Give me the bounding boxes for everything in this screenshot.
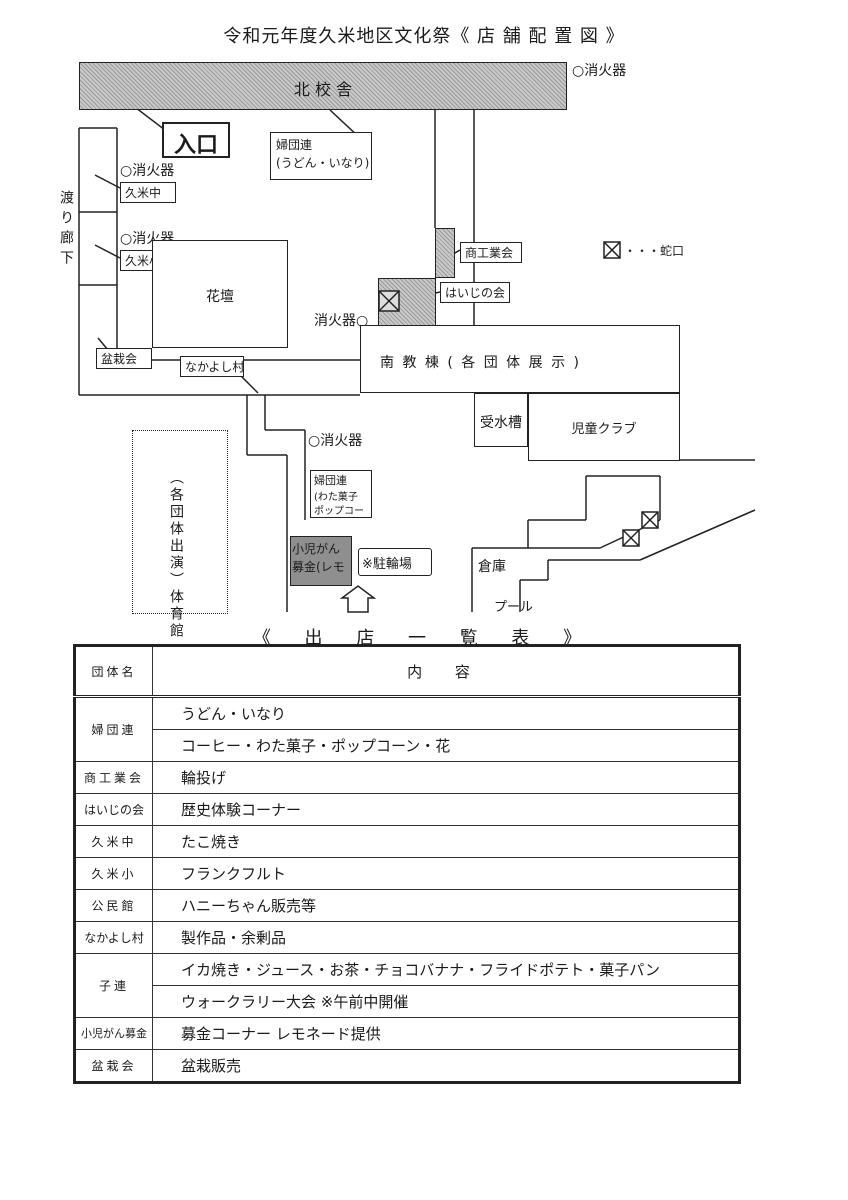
- corridor-label: 渡り廊下: [58, 190, 74, 270]
- south-building: [360, 325, 680, 393]
- nakayoshi-label: なかよし村: [180, 356, 244, 377]
- table-row: なかよし村 製作品・余剰品: [74, 921, 740, 954]
- row-name: 盆栽会: [74, 1049, 153, 1083]
- table-row: 小児がん募金 募金コーナー レモネード提供: [74, 1017, 740, 1050]
- haijinokai-label: はいじの会: [440, 282, 510, 303]
- fujindan-label: 婦団連: [276, 138, 313, 152]
- header-name: 団体名: [74, 645, 153, 698]
- north-building-label: 北 校 舎: [293, 80, 353, 99]
- row-item: 輪投げ: [152, 761, 740, 794]
- row-item: コーヒー・わた菓子・ポップコーン・花: [152, 729, 740, 762]
- table-row: 久米中 たこ焼き: [74, 825, 740, 858]
- shokokai-booth: [435, 228, 455, 278]
- header-content: 内 容: [152, 645, 740, 698]
- table-row: コーヒー・わた菓子・ポップコーン・花: [75, 729, 740, 762]
- table-header-row: 団体名 内 容: [74, 645, 740, 698]
- row-item: イカ焼き・ジュース・お茶・チョコバナナ・フライドポテト・菓子パン: [152, 953, 740, 986]
- extinguisher-left-1: ○消火器: [120, 163, 175, 179]
- fujindan2-sub1: (わた菓子: [314, 492, 358, 503]
- row-name: 子連: [74, 953, 153, 1018]
- fujindan-sub: (うどん・いなり): [276, 156, 370, 170]
- shokokai-label: 商工業会: [460, 242, 522, 263]
- water-tank-label: 受水槽: [480, 415, 522, 431]
- row-name: 婦団連: [74, 696, 153, 762]
- south-building-label: 南 教 棟 ( 各 団 体 展 示 ): [380, 355, 581, 371]
- page-title: 令和元年度久米地区文化祭《 店 舗 配 置 図 》: [223, 26, 625, 47]
- row-item: フランクフルト: [152, 857, 740, 890]
- row-item: 製作品・余剰品: [152, 921, 740, 954]
- extinguisher-south: 消火器○: [314, 313, 369, 329]
- row-item: 盆栽販売: [152, 1049, 740, 1083]
- row-item: 歴史体験コーナー: [152, 793, 740, 826]
- flowerbed: [152, 240, 288, 348]
- row-item: ハニーちゃん販売等: [152, 889, 740, 922]
- fujindan2-sub2: ポップコー: [314, 506, 364, 517]
- kumechu-label: 久米中: [120, 182, 176, 203]
- row-name: 公民館: [74, 889, 153, 922]
- row-name: 商工業会: [74, 761, 153, 794]
- kids-club-label: 児童クラブ: [571, 422, 637, 437]
- fujindan-callout: [270, 132, 372, 180]
- row-name: はいじの会: [74, 793, 153, 826]
- gym-label: （各団体出演）体育館: [168, 470, 184, 640]
- shop-list-table: 団体名 内 容 婦団連 うどん・いなり コーヒー・わた菓子・ポップコーン・花 商…: [73, 644, 741, 1084]
- flowerbed-label: 花壇: [206, 289, 234, 305]
- row-name: 久米中: [74, 825, 153, 858]
- row-name: なかよし村: [74, 921, 153, 954]
- cancer-fund-booth: [290, 536, 352, 586]
- bike-parking-label: ※駐輪場: [362, 557, 412, 572]
- gym: [132, 430, 228, 614]
- table-row: 盆栽会 盆栽販売: [74, 1049, 740, 1083]
- bonsai-label: 盆栽会: [96, 348, 152, 369]
- table-row: 婦団連 うどん・いなり: [74, 696, 740, 762]
- entrance-label: 入口: [173, 133, 218, 158]
- extinguisher-north: ○消火器: [572, 63, 627, 79]
- table-row: 商工業会 輪投げ: [74, 761, 740, 794]
- row-item: うどん・いなり: [152, 696, 740, 730]
- faucet-legend: ・・・蛇口: [624, 244, 685, 258]
- storage-label: 倉庫: [478, 559, 506, 575]
- table-row: ウォークラリー大会 ※午前中開催: [75, 985, 740, 1018]
- row-item: たこ焼き: [152, 825, 740, 858]
- fujindan2-label: 婦団連: [314, 474, 347, 487]
- row-item: ウォークラリー大会 ※午前中開催: [152, 985, 740, 1018]
- table-row: 子連 イカ焼き・ジュース・お茶・チョコバナナ・フライドポテト・菓子パン: [74, 953, 740, 1018]
- north-building: [79, 62, 567, 110]
- fujindan2-callout: [310, 470, 372, 518]
- faucet-icon: [378, 290, 400, 312]
- water-tank: [474, 393, 528, 447]
- extinguisher-path: ○消火器: [308, 433, 363, 449]
- row-item: 募金コーナー レモネード提供: [152, 1017, 740, 1050]
- kids-club: [528, 393, 680, 461]
- table-row: はいじの会 歴史体験コーナー: [74, 793, 740, 826]
- entrance-box: [162, 122, 230, 158]
- row-name: 小児がん募金: [74, 1017, 153, 1050]
- table-row: 久米小 フランクフルト: [74, 857, 740, 890]
- table-row: 公民館 ハニーちゃん販売等: [74, 889, 740, 922]
- pool-label: プール: [494, 600, 534, 615]
- row-name: 久米小: [74, 857, 153, 890]
- list-title: 《 出 店 一 覧 表 》: [252, 628, 596, 649]
- cancer-line2: 募金(レモ: [292, 560, 345, 574]
- cancer-line1: 小児がん: [292, 542, 341, 556]
- bike-parking-callout: [358, 548, 432, 576]
